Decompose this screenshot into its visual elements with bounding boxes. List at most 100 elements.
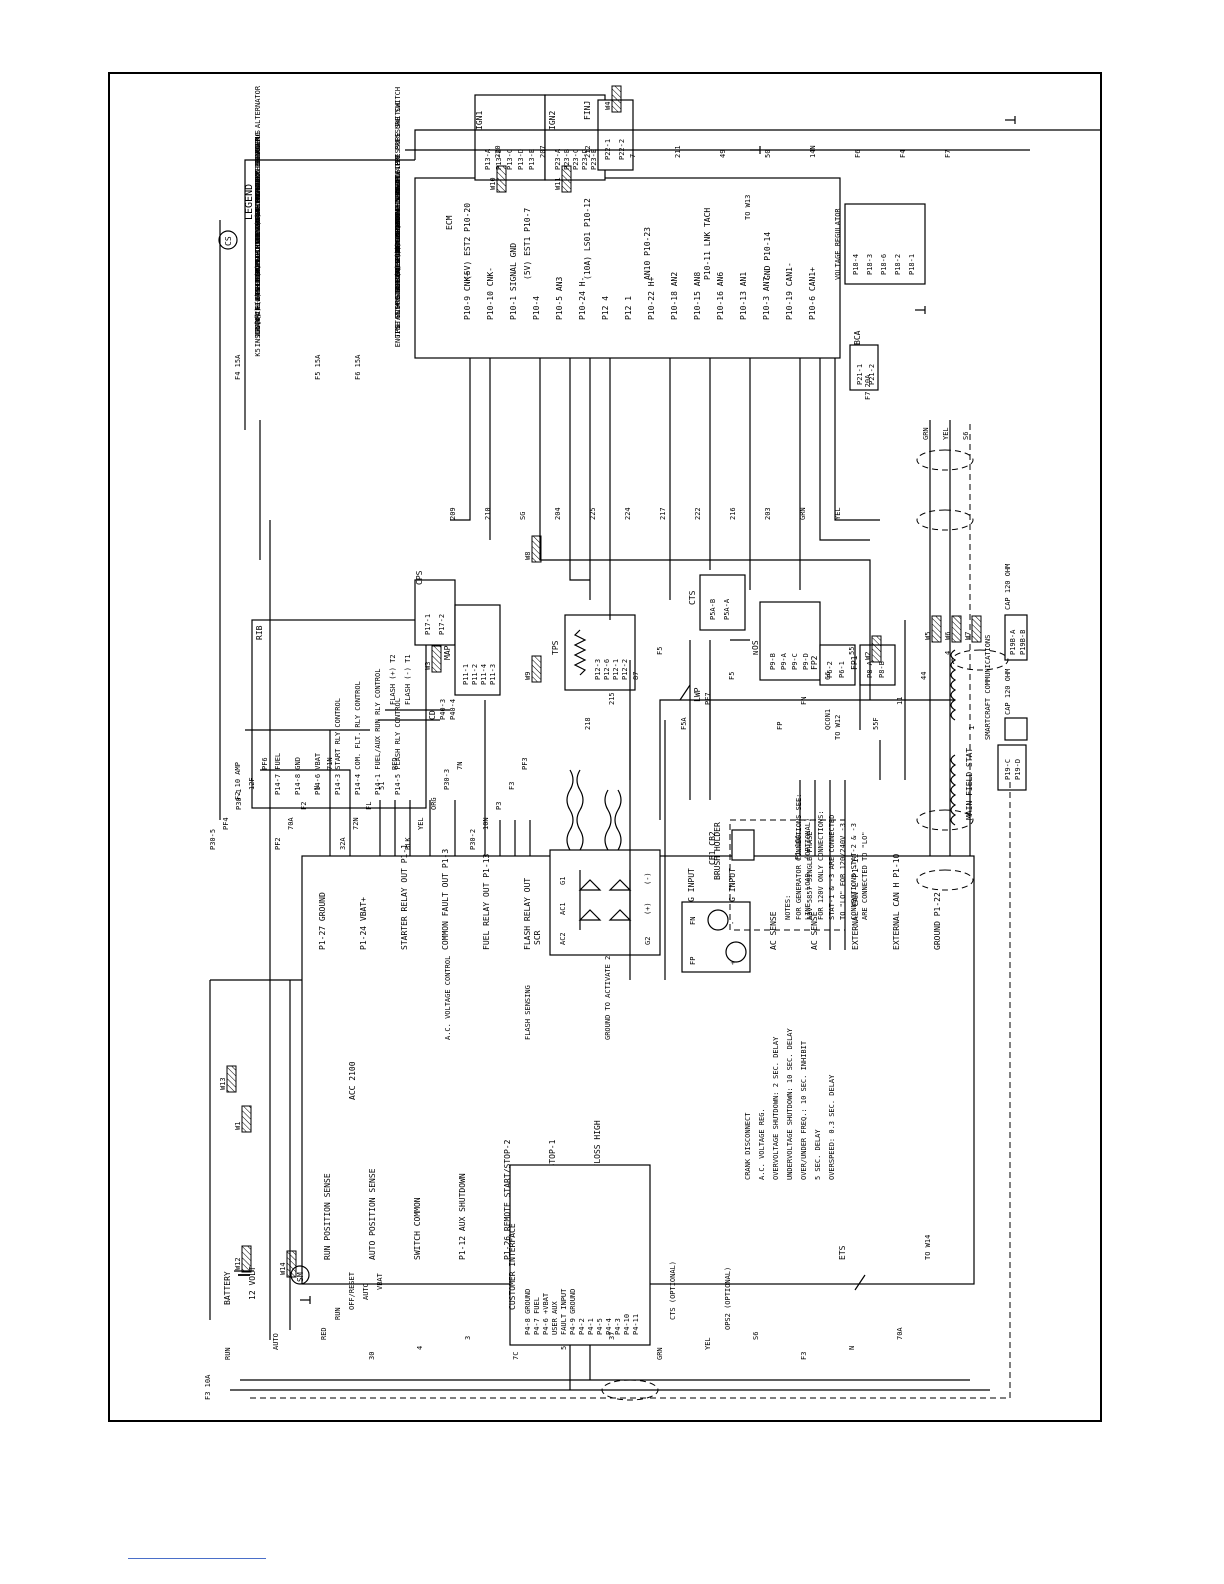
vreg-pin-2: P18-6 — [880, 254, 888, 275]
cps-label: CPS — [415, 570, 424, 585]
acc-shutdown-2: OVERVOLTAGE SHUTDOWN: 2 SEC. DELAY — [772, 1036, 780, 1180]
ecm-pin-6: P12 4 — [601, 296, 610, 320]
fuse-1: F2 10 AMP — [234, 762, 242, 800]
wire-ecm-9: 203 — [764, 507, 772, 520]
cust-pin-6: P4-2 — [578, 1318, 586, 1335]
acc-shutdown-4: OVER/UNDER FREQ.: 10 SEC. INHIBIT — [800, 1040, 808, 1180]
ecm-pin-1: P10-10 CNK- — [486, 267, 495, 320]
acc-shutdown-6: OVERSPEED: 0.3 SEC. DELAY — [828, 1074, 836, 1180]
legend-entry-21: R(#) - RESISTOR — [394, 217, 402, 281]
ecm-pin-13: P10-3 AN7 — [762, 276, 771, 320]
ecm-pin-4: P10-5 AN3 — [555, 276, 564, 320]
wire-mid-2: 87 — [632, 672, 640, 680]
fuse-4: F5 15A — [314, 354, 322, 380]
wire-top-2: 212 — [584, 145, 592, 158]
legend: LEGEND BCA - BATTERY CHARGING ALTERNATOR… — [244, 85, 402, 356]
brush-holder-label: BRUSH HOLDER — [713, 822, 722, 880]
fuse-0: F1 10A — [794, 834, 802, 860]
wire-bottom-3: 30 — [368, 1352, 376, 1360]
fuse-6: F7 20A — [864, 374, 872, 400]
wire-bottom-9: GRN — [656, 1347, 664, 1360]
ign2-label: IGN2 — [548, 111, 557, 130]
rib-pin-7: FLASH (+) T2 — [389, 654, 397, 705]
wire-mid-9: FN — [800, 697, 808, 705]
insulink-5: W6 — [944, 632, 952, 640]
insulink-2: W3 — [424, 662, 432, 670]
wire-mid-15: 4 — [944, 651, 952, 655]
insulink-7: W8 — [524, 552, 532, 560]
to-label-0: TO W13 — [744, 195, 752, 220]
wire-top-6: 50 — [764, 150, 772, 158]
acc-top-pin-2: STARTER RELAY OUT P1-1 — [400, 844, 409, 950]
fp1-pin-1: P8-B — [878, 661, 886, 678]
ecm-pin-3: P10-4 — [532, 296, 541, 320]
note-line-4: STAT-1 & -3 ARE CONNECTED — [828, 815, 836, 920]
wire-ecm-8: 216 — [729, 507, 737, 520]
legend-entry-0: BCA - BATTERY CHARGING ALTERNATOR — [254, 85, 262, 225]
fuse-5: F6 15A — [354, 354, 362, 380]
insulink-icon — [871, 635, 882, 663]
legend-entry-9: F(#) - FUSE — [254, 263, 262, 309]
os-label: OS — [751, 640, 760, 650]
wire-left-18: P30-3 — [443, 769, 451, 790]
tps-pin-3: P12-2 — [621, 659, 629, 680]
wire-bottom-7: 5 — [560, 1346, 568, 1350]
wire-mid-7: N — [752, 651, 760, 655]
cts-pin-1: P5A-A — [723, 598, 731, 620]
wire-left-8: N — [313, 786, 321, 790]
insulink-icon — [226, 1065, 237, 1093]
ecm-label: ECM — [445, 215, 454, 230]
wire-top-9: F4 — [899, 150, 907, 158]
rib-pin-3: P14-3 START RLY CONTROL — [334, 698, 342, 795]
wire-top-8: F6 — [854, 150, 862, 158]
ign1-pin-2: P13-C — [506, 149, 514, 170]
insulink-13: W14 — [279, 1262, 287, 1275]
insulink-8: W9 — [524, 672, 532, 680]
insulink-icon — [531, 535, 542, 563]
wire-top-10: F7 — [944, 150, 952, 158]
wire-mid-6: F5 — [728, 672, 736, 680]
wire-top-1: 207 — [539, 145, 547, 158]
finj-label: FINJ — [583, 101, 592, 120]
wire-ecm-7: 222 — [694, 507, 702, 520]
ecm-right-pin-0: (5V) EST2 P10-20 — [463, 203, 472, 280]
ecm-pin-5: P10-24 H- — [578, 277, 587, 320]
wire-left-24: PF3 — [521, 757, 529, 770]
qcon-label: QCON1 — [824, 709, 832, 730]
wire-bottom-5: 3 — [464, 1336, 472, 1340]
brush-pin-3: - — [729, 921, 737, 925]
wire-bottom-10: YEL — [704, 1337, 712, 1350]
cust-pin-3: USER AUX — [551, 1300, 559, 1335]
ign2-pin-4: P23-E — [590, 149, 598, 170]
battery-label: BATTERY — [223, 1271, 232, 1305]
wire-mid-8: FP — [776, 722, 784, 730]
acc-shutdown-0: CRANK DISCONNECT — [744, 1112, 752, 1180]
switch-label-0: RUN — [334, 1307, 342, 1320]
legend-entry-20: QCON(#) - QUICK CONNECT — [394, 174, 402, 272]
cts-label: CTS — [688, 590, 697, 605]
cb-text-1: LOAD — [804, 873, 812, 890]
map-label: MAP — [443, 645, 452, 660]
wire-left-22: P3 — [495, 802, 503, 810]
legend-entry-15: LOP - LOW OIL PRESSURE SWITCH — [394, 103, 402, 225]
os-pin-2: P9-C — [791, 653, 799, 670]
acc-top-pin-11: AC SENSE — [769, 911, 778, 950]
cust-pin-0: P4-8 GROUND — [524, 1289, 532, 1335]
wire-left-10: 32A — [339, 837, 347, 850]
legend-entry-27: TPS - THROTTLE POSITION SENSOR — [394, 211, 402, 338]
cts2-sender: CTS (OPTIONAL) — [669, 1261, 677, 1320]
tps-pin-1: P12-6 — [603, 659, 611, 680]
rib-pin-2: P14-6 VBAT — [314, 752, 322, 795]
acc-group-0: A.C. VOLTAGE CONTROL — [444, 956, 452, 1040]
smartcraft-label: SMARTCRAFT COMMUNICATIONS — [984, 635, 992, 740]
